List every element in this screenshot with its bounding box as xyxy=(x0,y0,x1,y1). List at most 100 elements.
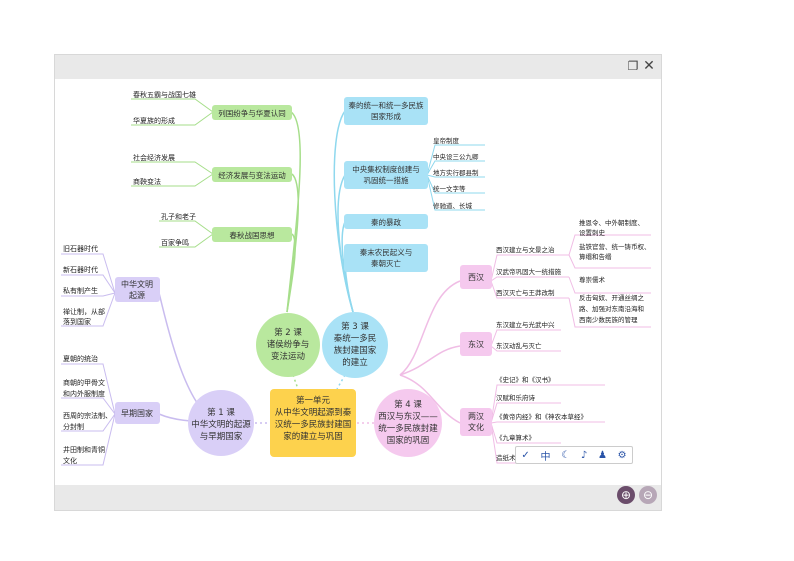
svg-text:中华文明的起源: 中华文明的起源 xyxy=(191,419,251,430)
leaf-text: 反击匈奴、开通丝绸之 xyxy=(579,293,645,302)
moon-icon[interactable]: ☾ xyxy=(561,449,571,461)
svg-text:国家的巩固: 国家的巩固 xyxy=(387,435,430,446)
svg-text:西汉与东汉——: 西汉与东汉—— xyxy=(378,411,438,422)
lesson-2-node[interactable]: 第 2 课 诸侯纷争与 变法运动 xyxy=(256,313,320,377)
svg-text:春秋战国思想: 春秋战国思想 xyxy=(230,230,275,240)
leaf-text: 商鞅变法 xyxy=(133,177,161,186)
svg-text:秦朝灭亡: 秦朝灭亡 xyxy=(371,258,401,268)
svg-text:统一多民族封建: 统一多民族封建 xyxy=(378,423,438,434)
leaf-text: 井田制和青铜 xyxy=(63,445,105,454)
leaf-text: 汉赋和乐府诗 xyxy=(496,393,536,402)
leaf-text: 地方实行郡县制 xyxy=(433,168,479,177)
user-icon[interactable]: ♟ xyxy=(597,449,607,461)
svg-text:文化: 文化 xyxy=(468,422,484,432)
tool-strip: ✓ 中 ☾ ♪ ♟ ⚙ xyxy=(515,446,633,464)
leaf-text: 社会经济发展 xyxy=(133,153,175,162)
leaf-text: 算缗和告缗 xyxy=(579,252,612,261)
svg-text:东汉: 东汉 xyxy=(468,339,484,349)
viewer-bottom-bar xyxy=(55,485,661,510)
leaf-text: 西周的宗法制、 xyxy=(63,411,112,420)
leaf-text: 私有制产生 xyxy=(63,286,98,295)
svg-text:第 3 课: 第 3 课 xyxy=(341,321,369,332)
leaf-text: 旧石器时代 xyxy=(63,244,98,253)
leaf-text: 华夏族的形成 xyxy=(133,116,175,125)
leaf-text: 春秋五霸与战国七雄 xyxy=(133,90,196,99)
leaf-text: 《史记》和《汉书》 xyxy=(496,375,555,384)
music-icon[interactable]: ♪ xyxy=(580,449,588,461)
svg-text:列国纷争与华夏认同: 列国纷争与华夏认同 xyxy=(218,108,286,118)
leaf-text: 东汉建立与光武中兴 xyxy=(496,320,555,329)
viewer-title-bar: ❐ ✕ xyxy=(55,55,661,79)
l2-topic-2[interactable]: 经济发展与变法运动 xyxy=(212,167,292,182)
leaf-text: 《黄帝内经》和《神农本草经》 xyxy=(496,412,587,421)
leaf-text: 分封制 xyxy=(63,422,84,431)
origin-node[interactable]: 中华文明 起源 xyxy=(115,277,160,302)
l2-leaves: 春秋五霸与战国七雄 华夏族的形成 社会经济发展 商鞅变法 孔子和老子 百家争鸣 xyxy=(133,90,196,247)
svg-text:经济发展与变法运动: 经济发展与变法运动 xyxy=(218,170,286,180)
svg-text:族封建国家: 族封建国家 xyxy=(334,345,377,356)
lesson-1-node[interactable]: 第 1 课 中华文明的起源 与早期国家 xyxy=(188,390,254,456)
mind-map: 第一单元 从中华文明起源到秦 汉统一多民族封建国 家的建立与巩固 第 1 课 中… xyxy=(61,90,651,466)
zoom-in-icon[interactable]: ⊕ xyxy=(617,486,635,504)
leaf-text: 百家争鸣 xyxy=(161,238,189,247)
svg-text:早期国家: 早期国家 xyxy=(121,408,153,418)
leaf-text: 文化 xyxy=(63,456,77,465)
svg-text:从中华文明起源到秦: 从中华文明起源到秦 xyxy=(275,407,352,418)
svg-text:家的建立与巩固: 家的建立与巩固 xyxy=(283,431,343,442)
l3-topic-4[interactable]: 秦末农民起义与 秦朝灭亡 xyxy=(344,244,428,272)
svg-text:起源: 起源 xyxy=(129,291,145,300)
svg-text:第 2 课: 第 2 课 xyxy=(274,327,302,338)
l2-topic-3[interactable]: 春秋战国思想 xyxy=(212,227,292,242)
leaf-text: 统一文字等 xyxy=(433,184,466,193)
leaf-text: 盐铁官营、统一铸币权、 xyxy=(579,242,651,251)
central-topic[interactable]: 第一单元 从中华文明起源到秦 汉统一多民族封建国 家的建立与巩固 xyxy=(270,389,356,457)
leaf-text: 修驰道、长城 xyxy=(433,201,473,210)
culture-node[interactable]: 两汉 文化 xyxy=(460,408,492,436)
zoom-out-icon[interactable]: ⊖ xyxy=(639,486,657,504)
svg-text:汉统一多民族封建国: 汉统一多民族封建国 xyxy=(275,419,352,430)
leaf-text: 新石器时代 xyxy=(63,265,98,274)
mindmap-viewer: ❐ ✕ xyxy=(54,54,662,511)
leaf-text: 尊崇儒术 xyxy=(579,275,606,284)
l3-leaves: 皇帝制度 中央设三公九卿 地方实行郡县制 统一文字等 修驰道、长城 xyxy=(433,136,479,210)
chinese-input-icon[interactable]: 中 xyxy=(540,451,551,463)
close-icon[interactable]: ✕ xyxy=(643,58,655,74)
l4-leaves: 西汉建立与文景之治 汉武帝巩固大一统措施 西汉灭亡与王莽改制 推恩令、中外朝制度… xyxy=(496,218,651,462)
leaf-text: 西汉灭亡与王莽改制 xyxy=(496,288,555,297)
svg-text:中华文明: 中华文明 xyxy=(121,279,153,289)
leaf-text: 和内外服制度 xyxy=(63,389,105,398)
l3-topic-2[interactable]: 中央集权制度创建与 巩固统一措施 xyxy=(344,161,428,189)
xihan-node[interactable]: 西汉 xyxy=(460,265,492,289)
svg-text:中央集权制度创建与: 中央集权制度创建与 xyxy=(352,164,420,174)
svg-text:的建立: 的建立 xyxy=(342,357,368,368)
svg-text:与早期国家: 与早期国家 xyxy=(200,431,243,442)
origin-leaves: 旧石器时代 新石器时代 私有制产生 禅让制，从部 落到国家 夏朝的统治 商朝的甲… xyxy=(63,244,112,465)
l3-topic-1[interactable]: 秦的统一和统一多民族 国家形成 xyxy=(344,97,428,125)
leaf-text: 孔子和老子 xyxy=(161,212,196,221)
l2-topic-1[interactable]: 列国纷争与华夏认同 xyxy=(212,105,292,120)
gear-icon[interactable]: ⚙ xyxy=(617,449,627,461)
l3-topic-3[interactable]: 秦的暴政 xyxy=(344,214,428,229)
leaf-text: 《九章算术》 xyxy=(496,433,535,442)
svg-text:第一单元: 第一单元 xyxy=(296,395,331,406)
restore-window-icon[interactable]: ❐ xyxy=(627,59,639,73)
lesson-3-node[interactable]: 第 3 课 秦统一多民 族封建国家 的建立 xyxy=(322,312,388,378)
lesson-4-node[interactable]: 第 4 课 西汉与东汉—— 统一多民族封建 国家的巩固 xyxy=(374,389,442,457)
leaf-text: 商朝的甲骨文 xyxy=(63,378,105,387)
leaf-text: 东汉动乱与灭亡 xyxy=(496,341,542,350)
leaf-text: 西汉建立与文景之治 xyxy=(496,245,555,254)
early-state-node[interactable]: 早期国家 xyxy=(115,402,160,424)
svg-text:秦统一多民: 秦统一多民 xyxy=(334,333,377,344)
leaf-text: 皇帝制度 xyxy=(433,136,460,145)
donghan-node[interactable]: 东汉 xyxy=(460,332,492,356)
leaf-text: 推恩令、中外朝制度、 xyxy=(579,218,644,227)
leaf-text: 禅让制，从部 xyxy=(63,307,105,316)
leaf-text: 西南少数民族的管理 xyxy=(579,315,638,324)
svg-text:第 1 课: 第 1 课 xyxy=(207,407,235,418)
check-icon[interactable]: ✓ xyxy=(521,449,530,461)
leaf-text: 落到国家 xyxy=(63,317,91,326)
leaf-text: 夏朝的统治 xyxy=(63,354,98,363)
svg-text:巩固统一措施: 巩固统一措施 xyxy=(364,175,409,185)
leaf-text: 汉武帝巩固大一统措施 xyxy=(496,267,562,276)
svg-text:两汉: 两汉 xyxy=(468,412,484,421)
